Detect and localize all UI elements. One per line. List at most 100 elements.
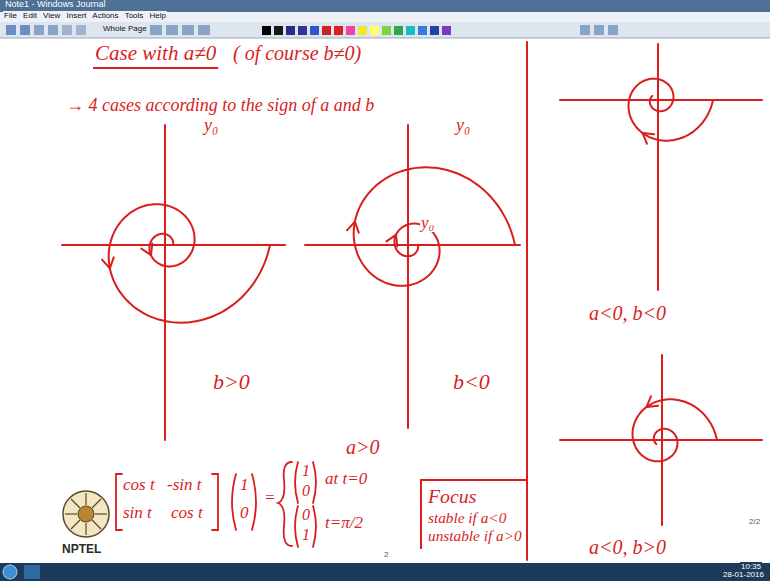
note-text: File Edit View Insert Actions Tools Help — [3, 11, 167, 20]
note-text: 0 — [301, 506, 311, 523]
note-text: at t=0 — [324, 469, 368, 488]
label-slot: -sin t — [166, 476, 202, 495]
note-text: 1 — [301, 462, 311, 479]
direction-arrow — [102, 257, 114, 268]
label-slot: ( of course b≠0) — [232, 42, 362, 64]
taskbar-icon — [24, 565, 40, 579]
label-slot: 1 — [301, 526, 311, 544]
note-text: 28-01-2016 — [722, 570, 765, 579]
paren — [313, 506, 316, 547]
box-text: unstable if a>0 — [428, 527, 522, 545]
brace — [278, 462, 292, 546]
note-text: b<0 — [452, 369, 491, 394]
bracket — [212, 474, 218, 530]
heading-underline — [93, 67, 218, 69]
spiral-trajectory — [629, 79, 713, 141]
note-text: a>0 — [345, 436, 381, 458]
axis-line — [560, 99, 762, 101]
note-text: 1 — [239, 475, 250, 494]
label-slot: → 4 cases according to the sign of a and… — [65, 96, 375, 116]
note-text: Whole Page — [102, 24, 148, 33]
label-slot: 2/2 — [748, 518, 761, 527]
direction-arrow — [642, 133, 654, 144]
note-text: y₀ — [455, 115, 471, 135]
note-text: 2 — [383, 550, 389, 559]
heading-text: Case with a≠0 — [95, 41, 216, 65]
color-palette — [262, 25, 618, 35]
label-slot: Note1 - Windows Journal — [4, 0, 107, 10]
label-slot: 0 — [301, 506, 311, 524]
toolbar-icons — [6, 25, 210, 35]
note-text: a<0, b>0 — [588, 536, 667, 558]
note-text: cos t — [170, 503, 204, 522]
label-slot: y₀ — [203, 116, 219, 136]
note-text: NPTEL — [61, 542, 102, 556]
axis-line — [657, 44, 659, 290]
axis-line — [305, 244, 520, 246]
label-slot: y₀ — [420, 214, 435, 233]
note-text: t=π/2 — [324, 513, 364, 532]
axis-line — [164, 125, 166, 440]
note-text: → 4 cases according to the sign of a and… — [65, 95, 375, 115]
paren — [295, 506, 298, 547]
spiral-trajectory — [109, 204, 270, 322]
paren — [252, 474, 256, 530]
direction-arrow — [347, 222, 359, 233]
label-slot: b<0 — [452, 370, 491, 394]
tool-bar — [0, 22, 770, 38]
label-slot: 1 — [301, 462, 311, 480]
matrix-brackets — [116, 462, 316, 547]
box-heading: Focus — [428, 485, 522, 509]
phase-portraits — [102, 79, 717, 462]
note-text: ( of course b≠0) — [232, 42, 362, 64]
label-slot: a<0, b>0 — [588, 536, 667, 558]
paren — [295, 462, 298, 503]
note-text: cos t — [122, 475, 156, 494]
label-slot: at t=0 — [324, 470, 368, 489]
paren — [232, 474, 236, 530]
label-slot: sin t — [122, 504, 153, 523]
note-text: a<0, b<0 — [588, 302, 667, 324]
nptel-logo — [63, 491, 109, 537]
page-divider — [526, 42, 528, 560]
start-button — [3, 565, 17, 579]
label-slot: 2 — [383, 551, 389, 560]
label-slot: cos t — [170, 504, 204, 523]
axes — [62, 42, 762, 560]
task-bar — [0, 563, 770, 581]
direction-arrow — [646, 396, 658, 407]
note-text: sin t — [122, 503, 153, 522]
direction-arrow — [386, 235, 397, 247]
label-slot: t=π/2 — [324, 514, 364, 533]
label-slot: 0 — [239, 504, 250, 523]
toolbar-edge — [0, 38, 770, 39]
label-slot: NPTEL — [61, 543, 102, 556]
label-slot: b>0 — [212, 370, 251, 394]
note-text: 1 — [301, 526, 311, 543]
label-slot: Whole Page — [102, 25, 148, 34]
label-slot: 1 — [239, 476, 250, 495]
note-text: 0 — [301, 482, 311, 499]
label-slot: 28-01-2016 — [722, 571, 765, 580]
spiral-trajectory — [354, 167, 515, 285]
menu-bar — [0, 12, 770, 22]
note-text: b>0 — [212, 369, 251, 394]
note-text: y₀ — [203, 115, 219, 135]
heading: Case with a≠0 — [95, 42, 216, 65]
note-text: Note1 - Windows Journal — [4, 0, 107, 9]
direction-arrow — [141, 244, 152, 256]
note-text: 2/2 — [748, 517, 761, 526]
box-text: stable if a<0 — [428, 509, 522, 527]
note-text: y₀ — [420, 213, 435, 232]
label-slot: = — [263, 489, 276, 508]
label-slot: y₀ — [455, 116, 471, 136]
label-slot: File Edit View Insert Actions Tools Help — [3, 12, 167, 21]
label-slot: a<0, b<0 — [588, 302, 667, 324]
label-slot: cos t — [122, 476, 156, 495]
focus-box: Focusstable if a<0unstable if a>0 — [420, 479, 528, 549]
label-slot: 0 — [301, 482, 311, 500]
paren — [313, 462, 316, 503]
